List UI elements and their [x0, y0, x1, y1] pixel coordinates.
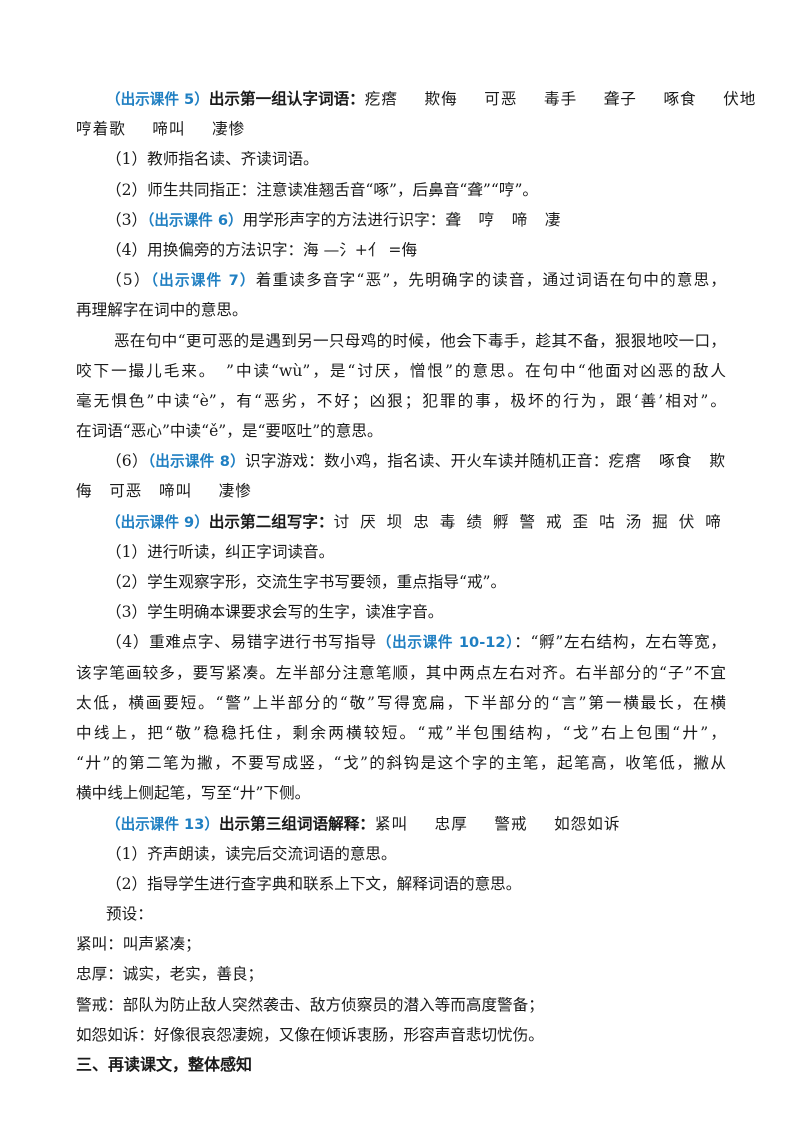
text-line: 哼着歌 啼叫 凄惨 — [0, 114, 800, 144]
text-line: （2）学生观察字形，交流生字书写要领，重点指导“戒”。 — [0, 567, 800, 597]
courseware-ref: （出示课件 13） — [106, 815, 219, 833]
text-segment: ：“孵”左右结构，左右等宽， — [514, 633, 727, 652]
text-line: 咬下一撮儿毛来。 ”中读“wù”，是“讨厌，憎恨”的意思。在句中“他面对凶恶的敌… — [0, 356, 800, 386]
text-line: “廾”的第二笔为撇，不要写成竖，“戈”的斜钩是这个字的主笔，起笔高，收笔低，撇从 — [0, 748, 800, 778]
text-segment: 在词语“恶心”中读“ě”，是“要呕吐”的意思。 — [76, 422, 383, 441]
text-line: （出示课件 13）出示第三组词语解释：紧叫 忠厚 警戒 如怨如诉 — [0, 809, 800, 839]
text-line: 侮 可恶 啼叫 凄惨 — [0, 476, 800, 506]
word-list: 聋 哼 啼 凄 — [445, 210, 562, 229]
word-list: 疙瘩 欺侮 可恶 毒手 聋子 啄食 伏地 — [364, 90, 757, 108]
text-line: （2）师生共同指正：注意读准翘舌音“啄”，后鼻音“聋”“哼”。 — [0, 175, 800, 205]
text-line: （1）齐声朗读，读完后交流词语的意思。 — [0, 839, 800, 869]
text-segment: 紧叫：叫声紧凑； — [76, 935, 201, 954]
text-segment: 太低，横画要短。“警”上半部分的“敬”写得宽扁，下半部分的“言”第一横最长，在横 — [76, 693, 726, 712]
text-line: （2）指导学生进行查字典和联系上下文，解释词语的意思。 — [0, 869, 800, 899]
section-heading: 三、再读课文，整体感知 — [76, 1055, 253, 1074]
text-line: （5）（出示课件 7）着重读多音字“恶”，先明确字的读音，通过词语在句中的意思， — [0, 265, 800, 295]
courseware-ref: （出示课件 9） — [106, 513, 209, 531]
text-segment: （4）用换偏旁的方法识字：海 —氵+亻 =侮 — [106, 240, 418, 259]
text-line: 如怨如诉：好像很哀怨凄婉，又像在倾诉衷肠，形容声音悲切忧伤。 — [0, 1020, 800, 1050]
text-segment: （1）教师指名读、齐读词语。 — [106, 150, 319, 169]
text-line: 该字笔画较多，要写紧凑。左半部分注意笔顺，其中两点左右对齐。右半部分的“子”不宜 — [0, 658, 800, 688]
text-line: （出示课件 9）出示第二组写字：讨 厌 坝 忠 毒 绩 孵 警 戒 歪 咕 汤 … — [0, 507, 800, 537]
text-segment: 恶在句中“更可恶的是遇到另一只母鸡的时候，他会下毒手，趁其不备，狠狠地咬一口， — [114, 331, 726, 350]
courseware-ref: （出示课件 6） — [147, 211, 243, 229]
text-segment: （3） — [106, 210, 148, 229]
courseware-ref: （出示课件 5） — [106, 91, 209, 108]
text-line: 警戒：部队为防止敌人突然袭击、敌方侦察员的潜入等而高度警备； — [0, 990, 800, 1020]
text-line: （1）进行听读，纠正字词读音。 — [0, 537, 800, 567]
text-line: （3）学生明确本课要求会写的生字，读准字音。 — [0, 597, 800, 627]
text-line: 横中线上侧起笔，写至“廾”下侧。 — [0, 778, 800, 808]
text-segment: “廾”的第二笔为撇，不要写成竖，“戈”的斜钩是这个字的主笔，起笔高，收笔低，撇从 — [76, 754, 726, 773]
text-segment: （2）学生观察字形，交流生字书写要领，重点指导“戒”。 — [106, 573, 507, 591]
word-list: 讨 厌 坝 忠 毒 绩 孵 警 戒 歪 咕 汤 掘 伏 啼 — [333, 512, 722, 531]
text-segment: （2）师生共同指正：注意读准翘舌音“啄”，后鼻音“聋”“哼”。 — [106, 180, 539, 199]
text-segment: 忠厚：诚实，老实，善良； — [76, 965, 264, 984]
courseware-ref: （出示课件 7） — [150, 272, 256, 290]
text-segment: （3）学生明确本课要求会写的生字，读准字音。 — [106, 603, 444, 622]
text-line: 三、再读课文，整体感知 — [0, 1050, 800, 1080]
text-segment: 识字游戏：数小鸡，指名读、开火车读并随机正音： — [244, 452, 609, 471]
word-list: 侮 可恶 啼叫 凄惨 — [76, 482, 252, 501]
text-segment: 再理解字在词中的意思。 — [76, 301, 248, 320]
text-segment: （2）指导学生进行查字典和联系上下文，解释词语的意思。 — [106, 874, 522, 893]
text-line: 紧叫：叫声紧凑； — [0, 929, 800, 959]
courseware-ref: （出示课件 8） — [147, 453, 245, 471]
text-line: （3）（出示课件 6）用学形声字的方法进行识字：聋 哼 啼 凄 — [0, 205, 800, 235]
text-line: 预设： — [0, 899, 800, 929]
text-segment: （1）齐声朗读，读完后交流词语的意思。 — [106, 844, 397, 863]
word-list: 紧叫 忠厚 警戒 如怨如诉 — [374, 814, 621, 833]
text-line: （出示课件 5）出示第一组认字词语：疙瘩 欺侮 可恶 毒手 聋子 啄食 伏地 — [0, 84, 800, 114]
lesson-content: （出示课件 5）出示第一组认字词语：疙瘩 欺侮 可恶 毒手 聋子 啄食 伏地哼着… — [0, 84, 800, 1080]
text-line: 恶在句中“更可恶的是遇到另一只母鸡的时候，他会下毒手，趁其不备，狠狠地咬一口， — [0, 326, 800, 356]
word-list: 疙瘩 啄食 欺 — [608, 452, 726, 471]
courseware-ref: （出示课件 10-12） — [376, 634, 515, 652]
text-segment: 用学形声字的方法进行识字： — [242, 210, 446, 229]
text-line: 在词语“恶心”中读“ě”，是“要呕吐”的意思。 — [0, 416, 800, 446]
text-segment: 着重读多音字“恶”，先明确字的读音，通过词语在句中的意思， — [255, 271, 727, 290]
text-segment: （6） — [106, 452, 148, 471]
word-list: 哼着歌 啼叫 凄惨 — [76, 120, 246, 139]
text-line: 中线上，把“敬”稳稳托住，剩余两横较短。“戒”半包围结构，“戈”右上包围“廾”， — [0, 718, 800, 748]
text-line: （4）用换偏旁的方法识字：海 —氵+亻 =侮 — [0, 235, 800, 265]
text-line: 太低，横画要短。“警”上半部分的“敬”写得宽扁，下半部分的“言”第一横最长，在横 — [0, 688, 800, 718]
text-segment: 该字笔画较多，要写紧凑。左半部分注意笔顺，其中两点左右对齐。右半部分的“子”不宜 — [76, 663, 726, 682]
section-label: 出示第一组认字词语： — [208, 90, 365, 108]
text-segment: （5） — [106, 271, 151, 290]
text-segment: 毫无惧色”中读“è”，有“恶劣，不好；凶狠；犯罪的事，极坏的行为，跟‘善’相对”… — [76, 391, 726, 410]
text-line: 忠厚：诚实，老实，善良； — [0, 959, 800, 989]
text-segment: 咬下一撮儿毛来。 ”中读“wù”，是“讨厌，憎恨”的意思。在句中“他面对凶恶的敌… — [76, 361, 726, 380]
text-line: （1）教师指名读、齐读词语。 — [0, 144, 800, 174]
section-label: 出示第二组写字： — [208, 512, 334, 531]
text-segment: （4）重难点字、易错字进行书写指导 — [106, 633, 377, 652]
text-line: （6）（出示课件 8）识字游戏：数小鸡，指名读、开火车读并随机正音：疙瘩 啄食 … — [0, 446, 800, 476]
text-segment: （1）进行听读，纠正字词读音。 — [106, 542, 335, 561]
text-segment: 如怨如诉：好像很哀怨凄婉，又像在倾诉衷肠，形容声音悲切忧伤。 — [76, 1025, 544, 1044]
text-segment: 预设： — [106, 905, 153, 924]
section-label: 出示第三组词语解释： — [218, 814, 375, 833]
text-line: （4）重难点字、易错字进行书写指导（出示课件 10-12）：“孵”左右结构，左右… — [0, 627, 800, 657]
text-segment: 警戒：部队为防止敌人突然袭击、敌方侦察员的潜入等而高度警备； — [76, 995, 544, 1014]
text-line: 再理解字在词中的意思。 — [0, 295, 800, 325]
text-segment: 中线上，把“敬”稳稳托住，剩余两横较短。“戒”半包围结构，“戈”右上包围“廾”， — [76, 723, 726, 742]
text-segment: 横中线上侧起笔，写至“廾”下侧。 — [76, 784, 311, 803]
text-line: 毫无惧色”中读“è”，有“恶劣，不好；凶狠；犯罪的事，极坏的行为，跟‘善’相对”… — [0, 386, 800, 416]
